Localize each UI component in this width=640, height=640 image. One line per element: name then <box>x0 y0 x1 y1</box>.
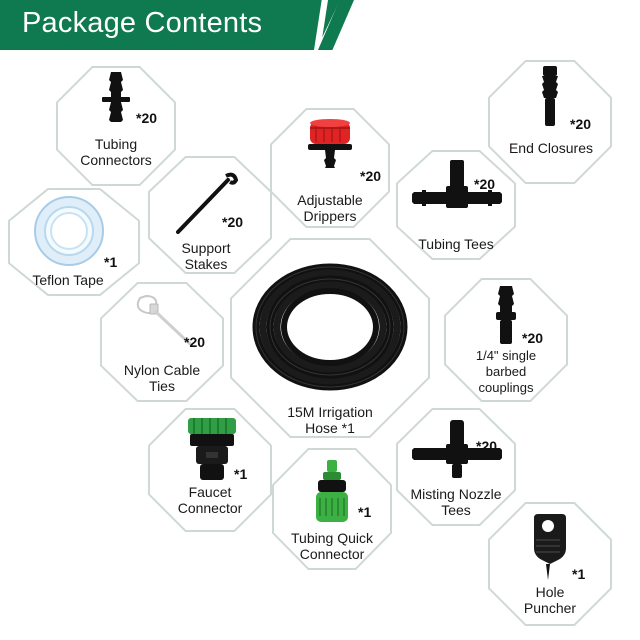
item-label-teflon-tape: Teflon Tape <box>32 272 104 288</box>
item-frame-support-stakes <box>148 156 272 274</box>
page-title: Package Contents <box>22 7 263 39</box>
item-qty-misting-nozzle-tees: *20 <box>476 438 498 454</box>
hole-puncher-icon <box>534 514 566 580</box>
header-banner <box>0 0 340 50</box>
item-qty-support-stakes: *20 <box>222 214 244 230</box>
item-qty-adjustable-drippers: *20 <box>360 168 382 184</box>
item-qty-hole-puncher: *1 <box>572 566 586 582</box>
item-qty-teflon-tape: *1 <box>104 254 118 270</box>
item-qty-nylon-cable-ties: *20 <box>184 334 206 350</box>
adjustable-dripper-icon <box>308 119 352 168</box>
item-qty-end-closures: *20 <box>570 116 592 132</box>
barbed-coupling-icon <box>496 286 516 344</box>
item-qty-tubing-quick-connector: *1 <box>358 504 372 520</box>
item-qty-faucet-connector: *1 <box>234 466 248 482</box>
item-frame-nylon-cable-ties <box>100 282 224 402</box>
misting-nozzle-tee-icon <box>412 420 502 478</box>
item-label-tubing-tees: Tubing Tees <box>418 236 494 252</box>
end-closure-icon <box>542 66 558 126</box>
item-qty-tubing-connectors: *20 <box>136 110 158 126</box>
tubing-tee-icon <box>412 160 502 208</box>
item-qty-tubing-tees: *20 <box>474 176 496 192</box>
cable-tie-icon <box>136 294 192 346</box>
quick-connector-icon <box>316 460 348 522</box>
item-label-end-closures: End Closures <box>508 140 594 156</box>
teflon-tape-icon <box>34 196 104 266</box>
faucet-connector-icon <box>188 418 236 480</box>
support-stake-icon <box>176 172 239 234</box>
tubing-connector-icon <box>102 72 130 122</box>
item-qty-barbed-couplings: *20 <box>522 330 544 346</box>
irrigation-hose-icon <box>252 263 408 391</box>
